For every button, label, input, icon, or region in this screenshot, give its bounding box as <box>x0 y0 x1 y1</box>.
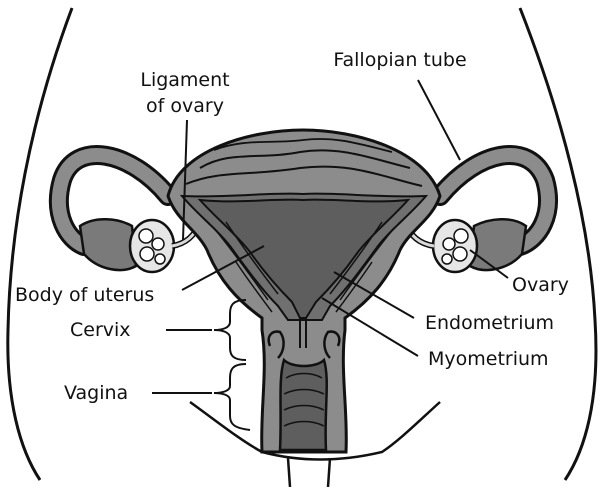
leader-fallopian <box>418 80 460 160</box>
label-ligament-line1: Ligament <box>140 69 229 91</box>
label-myometrium: Myometrium <box>428 348 549 370</box>
label-endometrium: Endometrium <box>425 312 554 334</box>
leg-gap-left <box>288 458 290 487</box>
body-outline-left <box>8 8 72 480</box>
ovary-left <box>130 220 174 272</box>
label-vagina: Vagina <box>64 382 128 404</box>
label-ovary: Ovary <box>512 274 569 296</box>
label-ligament-line2: of ovary <box>146 95 224 117</box>
bracket-vagina <box>214 364 250 430</box>
bracket-cervix <box>214 300 246 360</box>
label-body-of-uterus: Body of uterus <box>15 284 154 306</box>
leg-gap-right <box>328 458 330 487</box>
label-fallopian-tube: Fallopian tube <box>333 49 466 71</box>
label-cervix: Cervix <box>70 319 131 341</box>
fimbriae-right <box>470 219 526 270</box>
ovary-right <box>433 220 477 272</box>
fimbriae-left <box>80 219 136 270</box>
